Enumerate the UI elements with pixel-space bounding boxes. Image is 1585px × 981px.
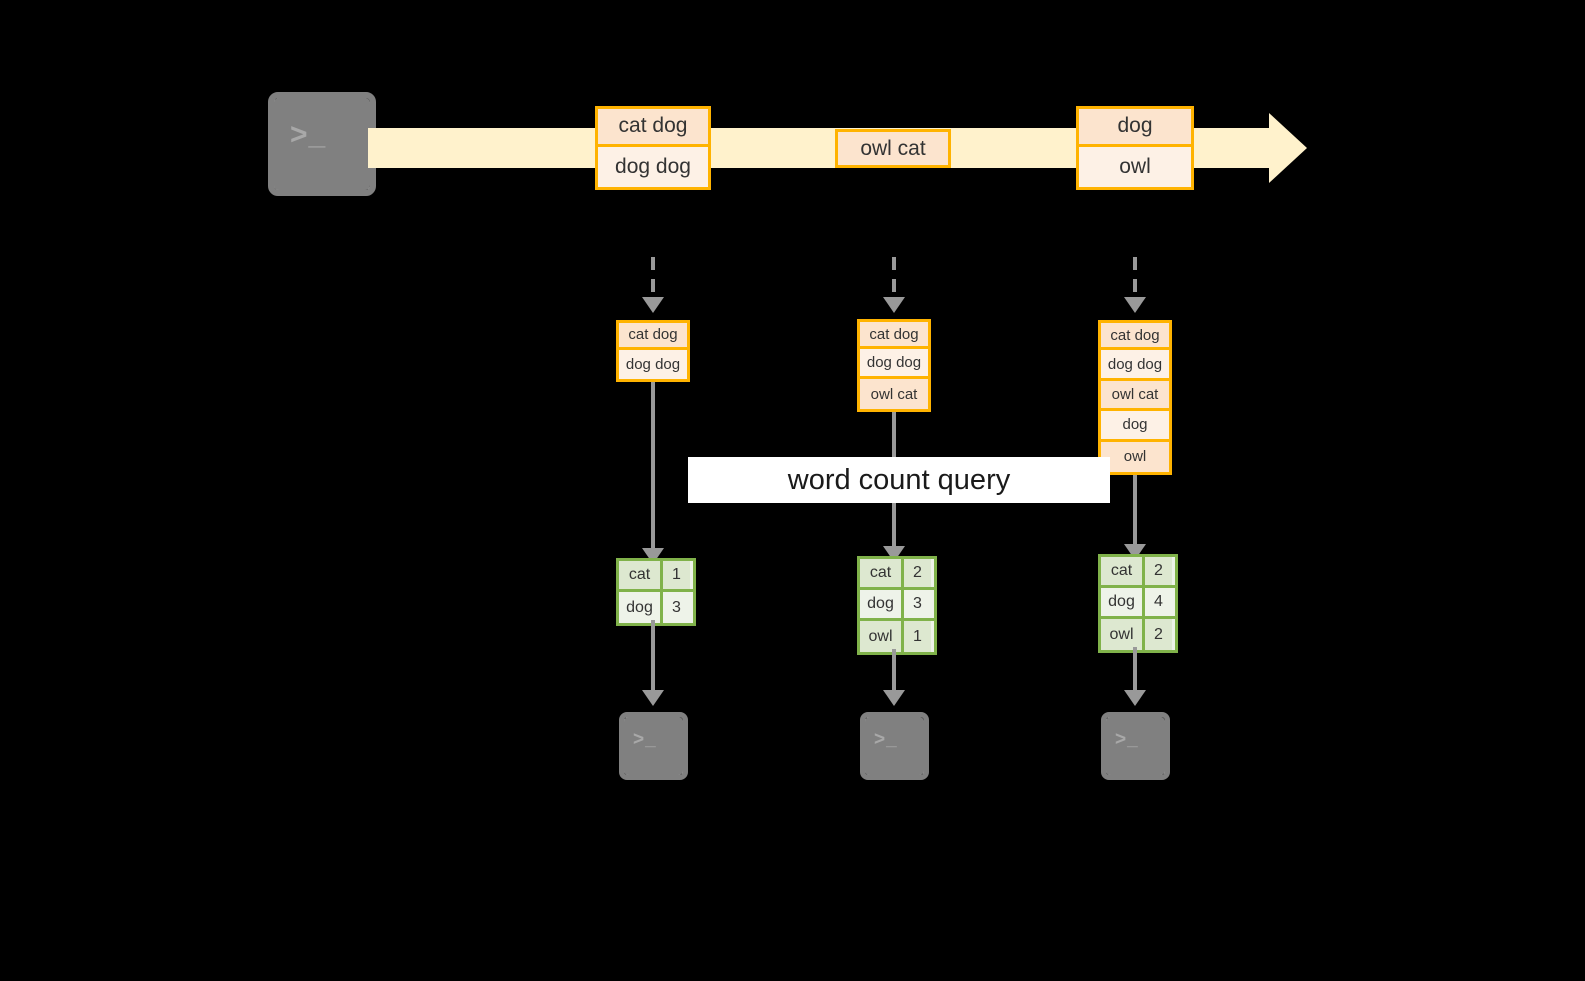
- stream-arrow-head: [1269, 113, 1310, 183]
- sink-connector-arrowhead: [1124, 690, 1146, 706]
- result-row: owl 1: [860, 621, 934, 652]
- stream-event-box: cat dog dog dog: [595, 106, 711, 190]
- trigger-connector-arrowhead: [642, 297, 664, 313]
- sink-terminal-icon: >_: [619, 712, 688, 780]
- input-table-row: dog dog: [619, 349, 687, 379]
- result-row: cat 2: [1101, 557, 1175, 588]
- result-row: dog 3: [619, 592, 693, 623]
- sink-connector-arrowhead: [642, 690, 664, 706]
- query-connector: [1133, 475, 1137, 546]
- result-word: owl: [1101, 619, 1145, 650]
- stream-event-line: cat dog: [598, 109, 708, 147]
- trigger-connector-arrowhead: [883, 297, 905, 313]
- terminal-screen: [274, 98, 370, 190]
- result-word: dog: [619, 592, 663, 623]
- input-table-row: owl: [1101, 441, 1169, 473]
- result-word: owl: [860, 621, 904, 652]
- result-count: 2: [1145, 557, 1172, 585]
- result-word: cat: [1101, 557, 1145, 585]
- result-count: 4: [1145, 588, 1172, 616]
- sink-connector-arrowhead: [883, 690, 905, 706]
- stream-event-line: dog dog: [598, 146, 708, 187]
- query-banner-label: word count query: [787, 463, 1011, 496]
- sink-connector: [651, 620, 655, 692]
- input-table: cat dog dog dog owl cat: [857, 319, 931, 412]
- result-count: 2: [1145, 619, 1172, 650]
- input-table-row: owl cat: [860, 379, 928, 409]
- terminal-prompt-glyph: >_: [1115, 729, 1139, 750]
- input-table-row: cat dog: [1101, 323, 1169, 351]
- trigger-connector-arrowhead: [1124, 297, 1146, 313]
- sink-terminal-icon: >_: [1101, 712, 1170, 780]
- result-word: dog: [1101, 588, 1145, 616]
- result-row: dog 4: [1101, 588, 1175, 619]
- result-word: cat: [619, 561, 663, 589]
- input-table-row: owl cat: [1101, 380, 1169, 412]
- input-table-row: dog dog: [1101, 350, 1169, 381]
- query-connector: [651, 382, 655, 550]
- result-row: owl 2: [1101, 619, 1175, 650]
- stream-event-line: owl cat: [838, 132, 948, 165]
- stream-event-box: dog owl: [1076, 106, 1194, 190]
- result-word: cat: [860, 559, 904, 587]
- result-count: 3: [904, 590, 931, 618]
- terminal-screen: [1106, 717, 1165, 775]
- result-row: dog 3: [860, 590, 934, 621]
- input-table: cat dog dog dog: [616, 320, 690, 382]
- sink-connector: [892, 649, 896, 692]
- sink-terminal-icon: >_: [860, 712, 929, 780]
- sink-connector: [1133, 647, 1137, 692]
- trigger-connector-dashed: [892, 257, 896, 298]
- stream-event-line: owl: [1079, 146, 1191, 187]
- result-count: 1: [904, 621, 931, 652]
- query-banner: word count query: [688, 457, 1110, 503]
- input-table-row: cat dog: [619, 323, 687, 350]
- terminal-screen: [624, 717, 683, 775]
- input-table: cat dog dog dog owl cat dog owl: [1098, 320, 1172, 475]
- result-count: 3: [663, 592, 690, 623]
- terminal-screen: [865, 717, 924, 775]
- result-word: dog: [860, 590, 904, 618]
- result-row: cat 1: [619, 561, 693, 592]
- result-count: 2: [904, 559, 931, 587]
- result-table: cat 2 dog 4 owl 2: [1098, 554, 1178, 653]
- trigger-connector-dashed: [1133, 257, 1137, 298]
- source-terminal-icon: >_: [268, 92, 376, 196]
- terminal-prompt-glyph: >_: [290, 118, 327, 151]
- stream-event-box: owl cat: [835, 129, 951, 168]
- stream-event-line: dog: [1079, 109, 1191, 147]
- result-count: 1: [663, 561, 690, 589]
- result-table: cat 2 dog 3 owl 1: [857, 556, 937, 655]
- trigger-connector-dashed: [651, 257, 655, 298]
- result-table: cat 1 dog 3: [616, 558, 696, 626]
- terminal-prompt-glyph: >_: [633, 729, 657, 750]
- input-table-row: cat dog: [860, 322, 928, 350]
- input-table-row: dog dog: [860, 349, 928, 380]
- result-row: cat 2: [860, 559, 934, 590]
- input-table-row: dog: [1101, 411, 1169, 442]
- terminal-prompt-glyph: >_: [874, 729, 898, 750]
